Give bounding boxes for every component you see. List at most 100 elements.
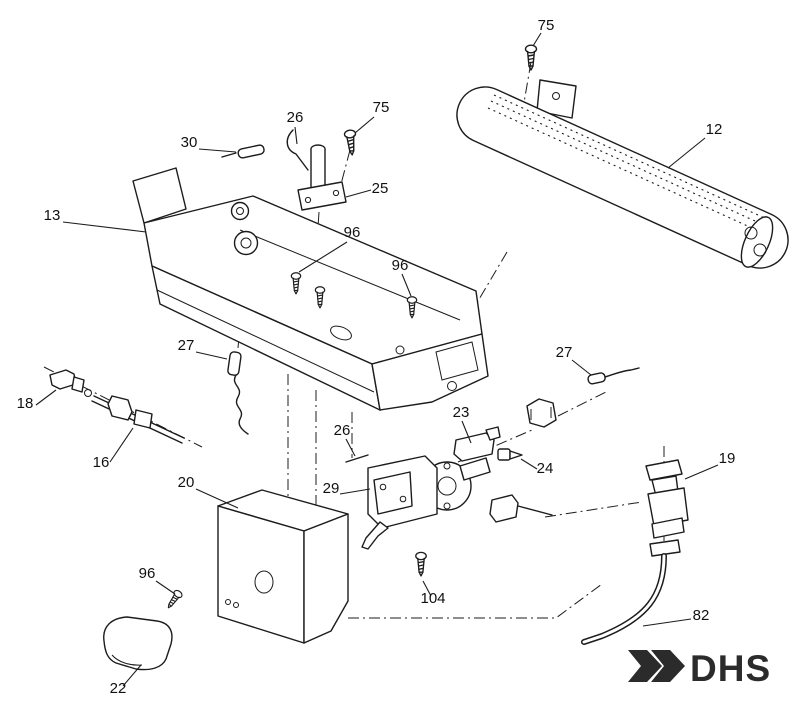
centerline	[339, 149, 351, 189]
box-screw-hole	[233, 602, 239, 608]
leader	[520, 458, 538, 470]
orifice-tip	[509, 450, 523, 460]
box-front-face	[217, 505, 305, 644]
part-26-pin	[345, 454, 369, 463]
leader	[642, 618, 692, 627]
leader	[461, 420, 472, 444]
knob-shade-line	[111, 654, 143, 666]
burner-body	[456, 86, 789, 269]
callout-20: 20	[178, 474, 195, 491]
callout-16: 16	[93, 454, 110, 471]
leader	[532, 32, 542, 47]
callout-25: 25	[372, 180, 389, 197]
flare-nut	[133, 409, 153, 429]
part-13-manifold-bracket	[132, 167, 489, 411]
part-104-screw	[415, 551, 427, 577]
leader	[195, 488, 239, 509]
centerline	[348, 583, 603, 619]
elbow-bottom-nut	[651, 517, 685, 539]
logo-text: DHS	[690, 648, 771, 689]
right-end-hole	[447, 381, 457, 391]
leader	[684, 464, 719, 480]
leader-lines	[35, 32, 719, 687]
box-screw-hole	[225, 599, 231, 605]
part-75-screw-mid	[343, 128, 359, 157]
callout-96-a: 96	[344, 224, 361, 241]
bracket-hole	[552, 92, 560, 100]
leader	[294, 126, 298, 145]
knob-body	[103, 616, 173, 671]
plate-screw-hole	[379, 483, 387, 491]
terminal-wire	[221, 152, 237, 158]
front-hole	[395, 345, 405, 355]
leader	[155, 580, 176, 595]
callout-labels: 75 12 26 75 30 25 13 96 96 27 27 18 23 1…	[17, 17, 736, 697]
callout-24: 24	[537, 460, 554, 477]
part-82-supply-tube	[581, 539, 681, 645]
igniter-bracket	[297, 181, 347, 211]
fitting-collar	[71, 376, 85, 393]
callout-30: 30	[181, 134, 198, 151]
part-25-igniter	[297, 144, 347, 211]
callout-27-right: 27	[556, 344, 573, 361]
leader	[354, 116, 375, 134]
box-right-face	[303, 513, 349, 644]
thermocouple-body	[227, 351, 242, 376]
grommet-inner	[236, 207, 244, 215]
sensor-lead	[604, 367, 640, 378]
part-24-orifice	[497, 448, 523, 461]
part-30-wire-terminal	[221, 144, 265, 159]
callout-23: 23	[453, 404, 470, 421]
endcap-hole	[744, 226, 758, 240]
callout-26-lower: 26	[334, 422, 351, 439]
leader	[198, 148, 237, 153]
leader	[345, 189, 372, 198]
burner-port-row	[487, 107, 764, 234]
part-22-knob	[103, 616, 173, 671]
part-27-thermocouple-left	[227, 351, 249, 435]
logo-chevron-icon	[628, 650, 662, 682]
mount-ring-outer	[233, 230, 259, 256]
hex-nut	[107, 395, 133, 421]
part-16-tube-fitting	[91, 395, 185, 444]
top-face-crease	[239, 229, 461, 321]
front-oval-hole	[330, 325, 352, 341]
bracket-hole	[332, 189, 340, 197]
valve-front-plate	[373, 471, 413, 515]
part-27-sensor-right	[587, 367, 640, 385]
leader	[62, 221, 147, 233]
leader	[422, 580, 432, 597]
part-26-electrode	[286, 129, 309, 171]
box-shaft-hole	[254, 570, 274, 594]
callout-75-mid: 75	[373, 99, 390, 116]
callout-26-upper: 26	[287, 109, 304, 126]
part-19-elbow-fitting	[645, 459, 689, 539]
centerline	[557, 391, 607, 417]
callout-18: 18	[17, 395, 34, 412]
leader	[195, 351, 228, 360]
leader	[401, 273, 412, 297]
right-end-slot	[435, 341, 479, 381]
part-20-control-box	[217, 489, 349, 644]
leader	[35, 389, 57, 406]
valve-stem	[361, 521, 389, 550]
callout-29: 29	[323, 480, 340, 497]
nut-flat-line	[530, 407, 552, 420]
orifice-body	[497, 448, 511, 461]
bracket-up-flange	[132, 167, 187, 224]
logo-chevron-icon	[651, 650, 685, 682]
elbow-top-nut	[645, 459, 683, 481]
leader	[345, 438, 356, 457]
leader	[571, 359, 592, 376]
centerline	[544, 501, 643, 518]
bracket-right-end	[371, 333, 489, 411]
part-29-valve-assembly	[361, 455, 491, 550]
valve-neck	[459, 457, 491, 481]
part-12-burner-assembly	[456, 79, 789, 269]
leader	[339, 488, 371, 495]
part-96-screw-c	[164, 588, 184, 611]
flange-bolt-hole	[443, 462, 451, 470]
part-75-screw-top	[524, 44, 538, 71]
callout-12: 12	[706, 121, 723, 138]
dhs-logo: DHS	[628, 648, 771, 689]
